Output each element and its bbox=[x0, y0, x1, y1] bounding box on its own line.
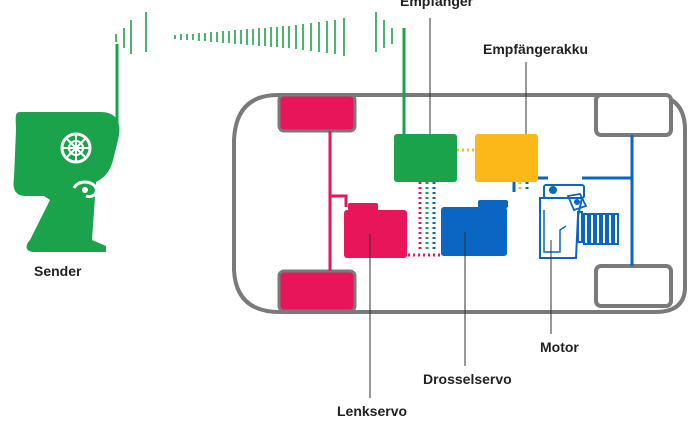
throttle-servo-horn bbox=[478, 200, 508, 208]
chassis-outline bbox=[232, 93, 687, 314]
radio-signal-icon bbox=[115, 12, 393, 56]
receiver-battery-box bbox=[475, 134, 538, 182]
throttle-servo-label: Drosselservo bbox=[423, 371, 512, 387]
steering-servo-horn bbox=[348, 203, 378, 211]
throttle-servo-box bbox=[441, 207, 507, 256]
steering-servo-label: Lenkservo bbox=[337, 403, 407, 419]
signal-wires bbox=[408, 148, 529, 257]
receiver-battery-label: Empfängerakku bbox=[483, 41, 588, 57]
front-left-wheel bbox=[277, 93, 357, 133]
steering-linkage bbox=[328, 131, 348, 271]
rc-transmitter-icon bbox=[13, 44, 120, 252]
front-right-wheel bbox=[277, 269, 357, 313]
motor-label: Motor bbox=[540, 339, 579, 355]
steering-servo-box bbox=[344, 210, 407, 258]
receiver-box bbox=[394, 134, 457, 182]
electric-motor-icon bbox=[539, 184, 619, 259]
transmitter-label: Sender bbox=[34, 263, 82, 279]
rear-left-wheel bbox=[594, 93, 673, 137]
receiver-label: Empfänger bbox=[400, 0, 474, 9]
rear-right-wheel bbox=[594, 264, 673, 308]
